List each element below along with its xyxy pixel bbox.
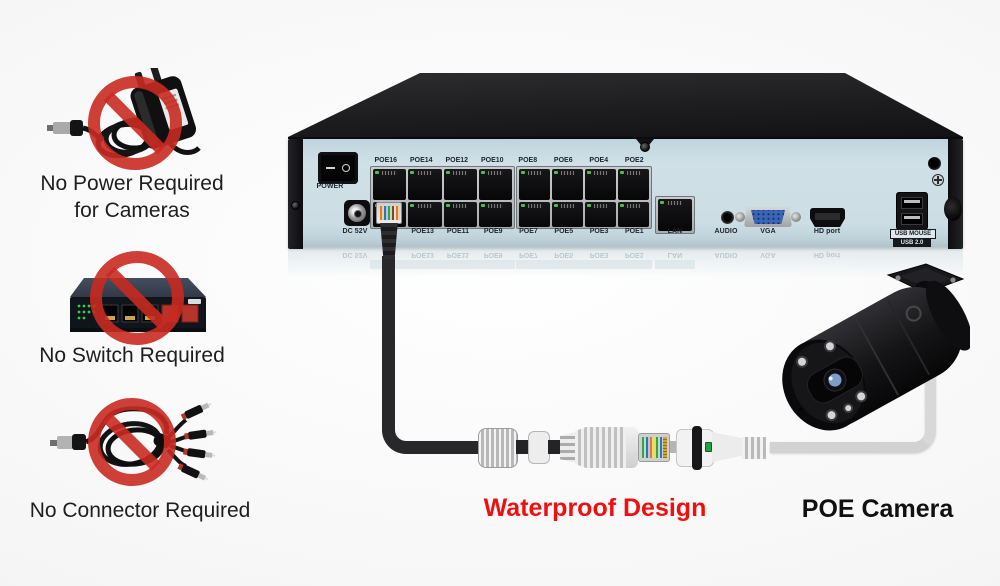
rj45-wires [380,206,400,220]
vga-connector [750,210,786,224]
prohibition-icon [88,76,182,170]
rj45-plug-body [376,202,402,224]
switch-on-mark [326,167,335,169]
usb-slot [901,213,923,225]
no-power-caption: No Power Required for Cameras [22,170,242,224]
usb-slot [901,197,923,209]
poe-port[interactable] [478,202,512,227]
poe-top-labels: POE16 POE14 POE12 POE10 POE8 POE6 POE4 P… [374,157,644,164]
no-power-line2: for Cameras [74,199,190,222]
dc-label: DC 52V [342,228,368,235]
prohibition-icon [90,251,184,345]
poe-camera-image [782,263,970,431]
usb2-label: USB 2.0 [893,239,931,247]
poe-port[interactable] [552,202,583,227]
waterproof-connector [478,425,778,475]
power-label: POWER [316,183,344,190]
poe-port[interactable] [443,202,477,227]
poe-port[interactable] [408,202,442,227]
screw-icon [291,201,300,210]
no-connector-caption: No Connector Required [5,497,275,524]
poe-port[interactable] [618,202,649,227]
coupler-indicator [705,442,712,452]
waterproof-cap-nut [478,428,518,468]
power-switch[interactable] [318,152,358,184]
usb-mouse-label: USB MOUSE [890,229,936,239]
coupler-o-ring [692,426,702,470]
audio-jack[interactable] [721,211,734,224]
side-connector [944,197,962,221]
waterproof-gasket [528,431,550,464]
poe-port[interactable] [478,169,512,200]
poe-bottom-labels: POE13 POE11 POE9 POE7 POE5 POE3 POE1 [411,228,644,235]
waterproof-seal [560,432,576,463]
rj45-plug [376,202,402,260]
poe-port[interactable] [552,169,583,200]
waterproof-housing [575,427,636,468]
rj45-male-connector [638,433,670,462]
switch-off-mark [342,164,350,172]
no-switch-caption: No Switch Required [12,342,252,369]
poe-port[interactable] [618,169,649,200]
usb-ports[interactable] [896,192,928,230]
rj45-boot [380,223,398,259]
waterproof-design-caption: Waterproof Design [483,494,707,522]
hd-port-label: HD port [813,228,841,235]
vga-label: VGA [760,228,776,235]
poe-port[interactable] [373,169,407,200]
ground-screw-icon [932,174,944,186]
hdmi-port[interactable] [810,208,845,227]
vga-screw [791,212,801,222]
lan-label: LAN [667,228,683,235]
prohibition-icon [88,398,176,486]
poe-port[interactable] [585,169,616,200]
lan-port[interactable] [655,196,695,234]
camera-cable-white [770,312,936,453]
nvr-top-cover [288,73,963,137]
no-connector-line1: No Connector Required [29,499,251,522]
strain-relief-ribs [742,437,766,459]
poe-port[interactable] [519,202,550,227]
poe-port[interactable] [408,169,442,200]
poe-camera-caption: POE Camera [801,495,954,523]
poe-port[interactable] [519,169,550,200]
dc-power-jack[interactable] [344,200,370,226]
poe-port[interactable] [443,169,477,200]
no-switch-line1: No Switch Required [39,344,225,367]
audio-label: AUDIO [714,228,738,235]
no-power-line1: No Power Required [40,172,224,195]
poe-port-group-2 [516,166,652,229]
ethernet-cable-black [382,256,488,454]
left-flange [288,139,303,249]
screw-icon [640,142,650,152]
right-flange [948,139,963,249]
audio-out-jack[interactable] [928,157,941,170]
vga-screw [735,212,745,222]
vga-port[interactable] [735,205,801,229]
poe-port[interactable] [585,202,616,227]
